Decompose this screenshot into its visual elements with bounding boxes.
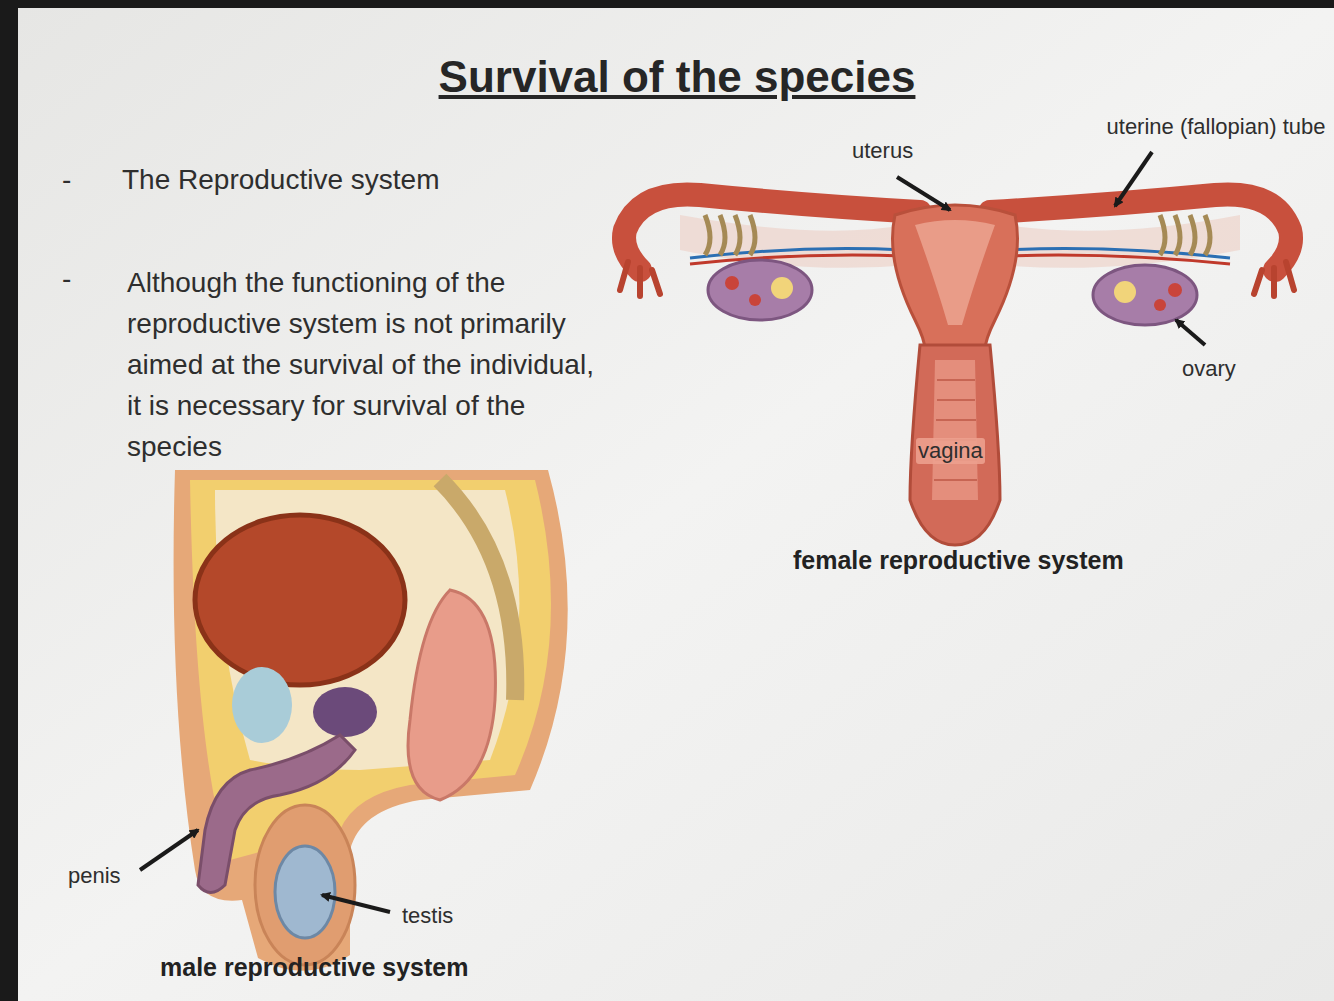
part-label: uterine (fallopian) tube [1105, 113, 1327, 141]
figure-caption: female reproductive system [793, 545, 1124, 575]
part-label: uterus [852, 138, 913, 164]
part-label: vagina [916, 438, 985, 464]
leader-arrows [140, 152, 1205, 912]
slide-ground [18, 8, 1334, 1001]
male-organs [174, 470, 568, 971]
bullet-dash: - [62, 163, 71, 197]
female-organs [620, 194, 1294, 545]
part-label: ovary [1182, 356, 1236, 382]
figure-caption: male reproductive system [160, 952, 468, 982]
bullet-text: Although the functioning of the reproduc… [127, 262, 597, 467]
slide-title: Survival of the species [327, 52, 1027, 102]
bullet-text: The Reproductive system [122, 163, 439, 197]
bullet-dash: - [62, 262, 71, 296]
part-label: penis [68, 863, 121, 889]
part-label: testis [402, 903, 453, 929]
